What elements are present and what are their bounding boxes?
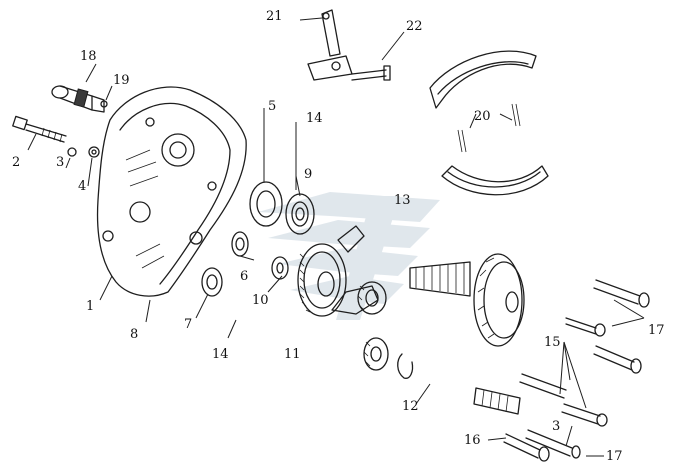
splined-shaft-part bbox=[409, 253, 525, 347]
callout-22: 22 bbox=[406, 19, 423, 34]
callout-5: 5 bbox=[268, 99, 276, 114]
callout-20: 20 bbox=[474, 109, 491, 124]
callout-14-bottom: 14 bbox=[212, 347, 229, 362]
callout-17-right: 17 bbox=[648, 323, 665, 338]
callout-21: 21 bbox=[266, 9, 283, 24]
callout-16: 16 bbox=[464, 433, 481, 448]
output-shaft-part bbox=[473, 387, 521, 415]
bolt-part bbox=[12, 115, 67, 143]
callout-6: 6 bbox=[240, 269, 248, 284]
watermark-logo bbox=[258, 192, 440, 320]
callout-10: 10 bbox=[252, 293, 269, 308]
callout-3-lower: 3 bbox=[552, 419, 560, 434]
callout-19: 19 bbox=[113, 73, 130, 88]
callout-15: 15 bbox=[544, 335, 561, 350]
callout-9: 9 bbox=[304, 167, 312, 182]
pinion-gear-part bbox=[357, 281, 387, 315]
leader-lines bbox=[27, 17, 645, 457]
callout-2: 2 bbox=[12, 155, 20, 170]
callout-18: 18 bbox=[80, 49, 97, 64]
bolt-set-part bbox=[503, 279, 650, 462]
bearing-part bbox=[249, 181, 315, 235]
crankcase-cover-part bbox=[96, 86, 247, 297]
callout-12: 12 bbox=[402, 399, 419, 414]
callout-13: 13 bbox=[394, 193, 411, 208]
small-gear-part bbox=[363, 337, 414, 379]
callout-17-bottom: 17 bbox=[606, 449, 623, 464]
callout-7: 7 bbox=[184, 317, 192, 332]
callout-4: 4 bbox=[78, 179, 86, 194]
bracket-part bbox=[331, 225, 379, 315]
oil-seal-part bbox=[201, 231, 289, 297]
callout-1: 1 bbox=[86, 299, 94, 314]
washer-part bbox=[67, 146, 100, 158]
brake-arm-part bbox=[307, 9, 391, 81]
callout-11: 11 bbox=[284, 347, 301, 362]
brake-shoe-part bbox=[429, 50, 549, 196]
callout-8: 8 bbox=[130, 327, 138, 342]
callout-14-top: 14 bbox=[306, 111, 323, 126]
kick-shaft-part bbox=[51, 85, 108, 113]
final-gear-part bbox=[297, 243, 347, 317]
callout-3: 3 bbox=[56, 155, 64, 170]
